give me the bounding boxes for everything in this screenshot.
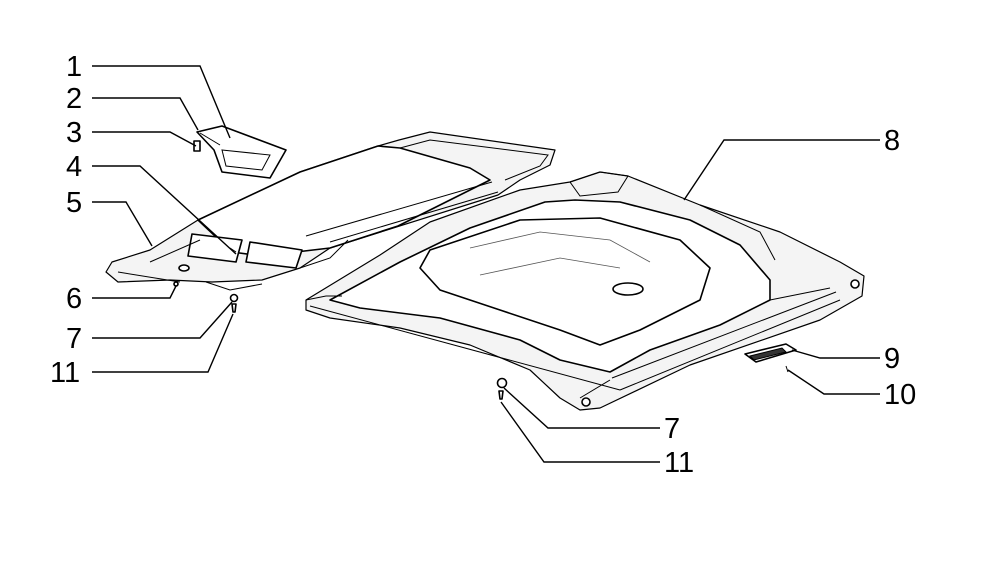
headliner-main-panel (305, 171, 865, 411)
headliner-left-panel (105, 131, 556, 291)
callout-7b: 7 (664, 413, 680, 445)
callout-3: 3 (66, 117, 82, 149)
callout-4: 4 (66, 151, 82, 183)
callout-1: 1 (66, 51, 82, 83)
callout-10: 10 (884, 379, 916, 411)
sun-visor-part (193, 125, 287, 179)
fastener-parts-main (496, 377, 508, 400)
callout-11b: 11 (664, 447, 694, 479)
callout-5: 5 (66, 187, 82, 219)
dome-light-recess (612, 282, 644, 296)
callout-labels: 1 2 3 4 5 6 7 11 8 9 10 7 11 (50, 51, 916, 479)
callout-2: 2 (66, 83, 82, 115)
leader-lines (92, 65, 880, 463)
callout-7a: 7 (66, 323, 82, 355)
callout-9: 9 (884, 343, 900, 375)
callout-11a: 11 (50, 357, 80, 389)
dome-light-part (744, 343, 797, 373)
screw-part (193, 140, 201, 152)
callout-6: 6 (66, 283, 82, 315)
callout-8: 8 (884, 125, 900, 157)
